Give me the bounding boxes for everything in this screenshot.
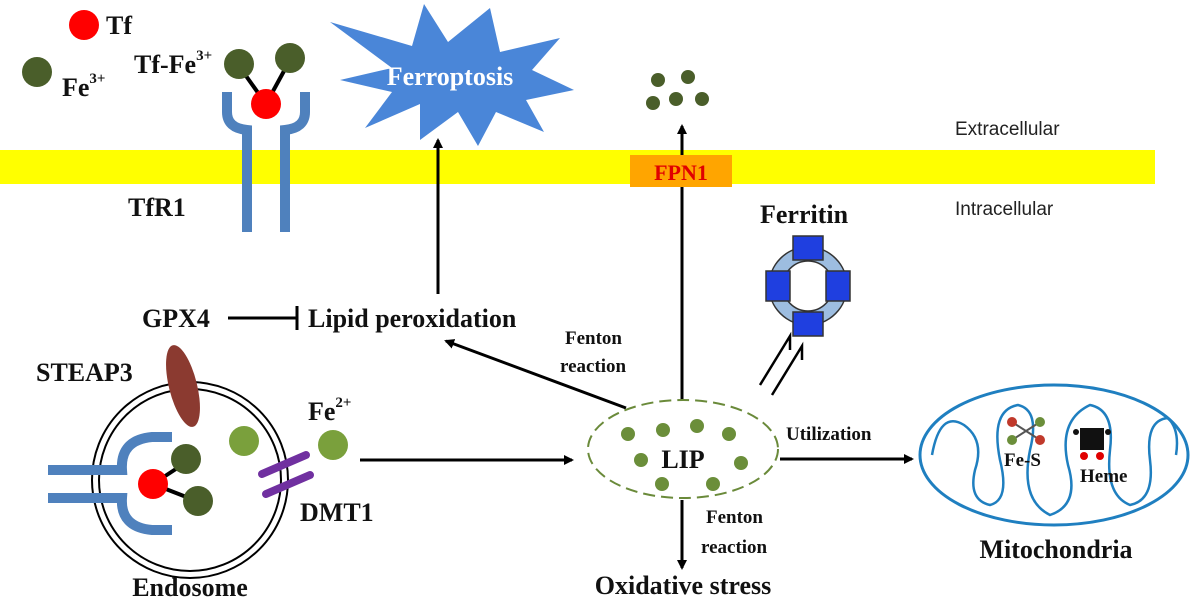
endosome-label: Endosome — [132, 573, 248, 602]
ferritin-icon — [765, 235, 851, 337]
released-fe2-ion — [318, 430, 348, 460]
mitochondria-label: Mitochondria — [979, 535, 1132, 564]
endosome-fe2-ion — [229, 426, 259, 456]
fenton-top-line2: reaction — [560, 356, 627, 377]
fenton-bottom-line1: Fenton — [706, 507, 763, 528]
ferritin-equilibrium-arrows — [758, 331, 804, 396]
lip-to-peroxidation-arrow — [444, 339, 627, 410]
steap3-label: STEAP3 — [36, 358, 133, 387]
fenton-top-line1: Fenton — [565, 328, 622, 349]
ferroptosis-label: Ferroptosis — [387, 62, 514, 91]
endosomal-tfr1-complex — [48, 432, 213, 535]
tfr1-label: TfR1 — [128, 193, 186, 222]
heme-label: Heme — [1080, 466, 1127, 487]
fpn1-label: FPN1 — [654, 160, 708, 185]
dmt1-label: DMT1 — [300, 498, 374, 527]
fe3-legend-icon — [22, 57, 52, 87]
cell-membrane — [0, 150, 1155, 184]
intracellular-label: Intracellular — [955, 199, 1054, 220]
mitochondria — [918, 383, 1190, 527]
dmt1-transporter — [258, 451, 314, 498]
extracellular-label: Extracellular — [955, 119, 1060, 140]
exported-iron-dots — [646, 70, 709, 110]
utilization-label: Utilization — [786, 424, 872, 445]
steap3-protein — [166, 345, 200, 427]
fe-s-label: Fe-S — [1004, 450, 1041, 471]
fe3-legend-label: Fe3+ — [62, 71, 105, 102]
ferritin-label: Ferritin — [760, 200, 849, 229]
heme-icon — [1073, 428, 1111, 460]
oxidative-stress-label: Oxidative stress — [595, 571, 771, 600]
tf-legend-label: Tf — [106, 11, 132, 40]
lip-iron-dots — [621, 419, 748, 491]
tf-legend-icon — [69, 10, 99, 40]
lipid-peroxidation-label: Lipid peroxidation — [308, 304, 517, 333]
ferroptosis-star — [330, 4, 574, 146]
lip-pool — [587, 399, 779, 499]
tf-fe3-label: Tf-Fe3+ — [134, 48, 212, 79]
fpn1-box — [630, 155, 732, 187]
gpx4-label: GPX4 — [142, 304, 210, 333]
fe2-label: Fe2+ — [308, 395, 351, 426]
fe-s-cluster-icon — [1007, 417, 1045, 445]
fenton-bottom-line2: reaction — [701, 537, 768, 558]
tfr1-receptor — [222, 43, 310, 232]
lip-label: LIP — [661, 445, 704, 474]
